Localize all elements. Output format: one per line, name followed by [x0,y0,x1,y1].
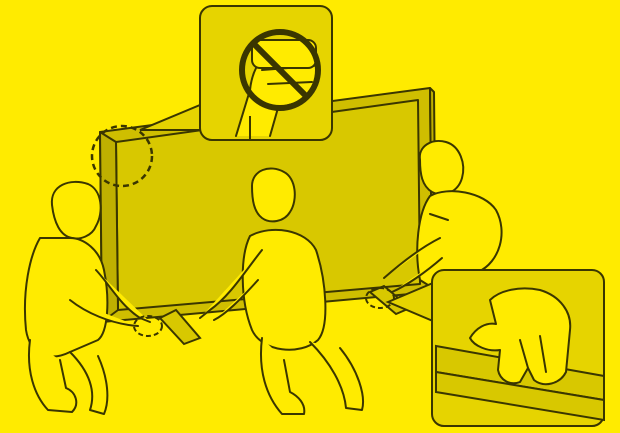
illustration-canvas [0,0,620,433]
tv-lifting-illustration [0,0,620,433]
